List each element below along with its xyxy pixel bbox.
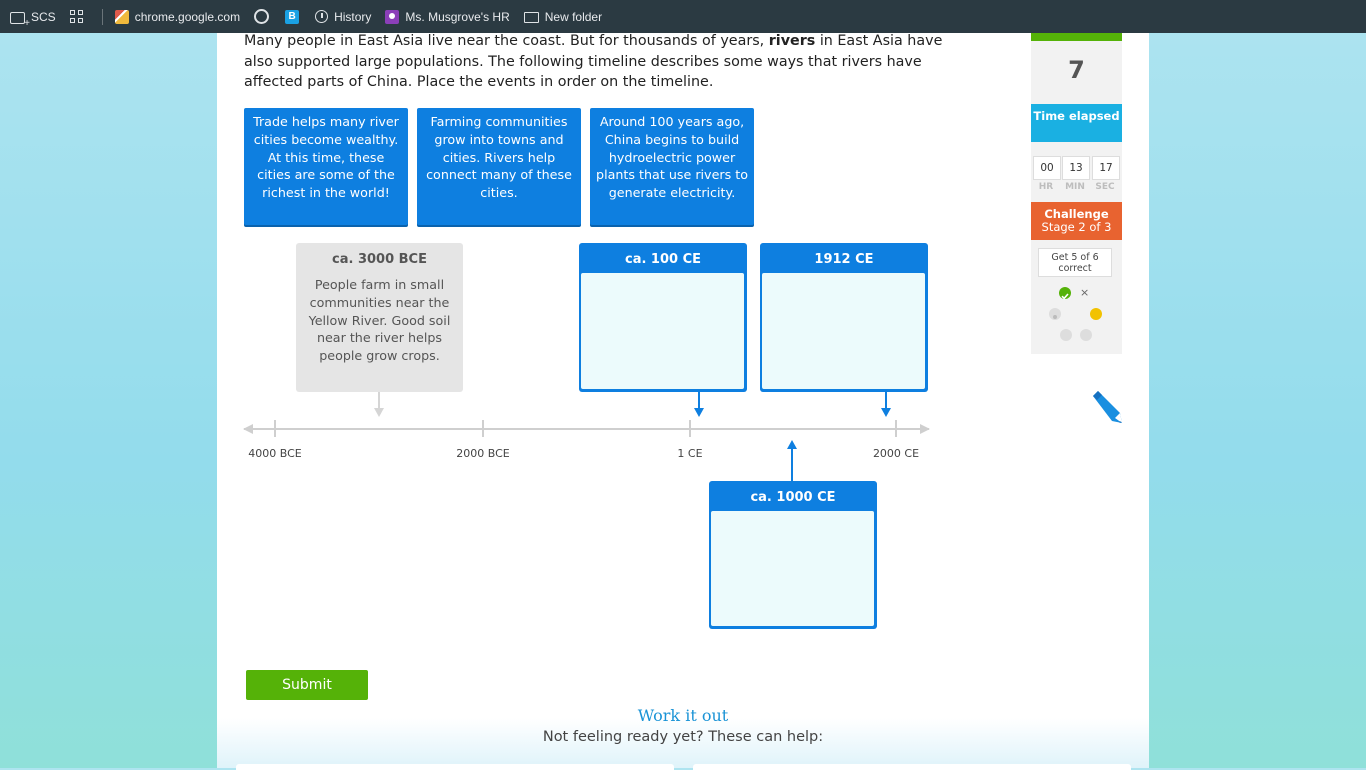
slot-date: ca. 1000 CE: [750, 490, 836, 505]
submit-button[interactable]: Submit: [246, 670, 368, 700]
slot-connector: [698, 392, 700, 408]
bookmark-label: Ms. Musgrove's HR: [405, 9, 510, 24]
bookmark-musgrove[interactable]: Ms. Musgrove's HR: [385, 0, 510, 33]
bookmark-apps[interactable]: [69, 0, 90, 33]
bookmark-label: New folder: [544, 9, 603, 24]
question-intro: Many people in East Asia live near the c…: [244, 31, 944, 93]
timer-minutes: 13: [1062, 156, 1090, 180]
timer-unit-min: MIN: [1065, 182, 1085, 192]
time-elapsed-header: Time elapsed: [1031, 104, 1122, 142]
folder-add-icon: [10, 11, 30, 29]
progress-dot: [1060, 329, 1072, 341]
check-icon: [1059, 287, 1071, 300]
axis-tick: [274, 420, 276, 437]
bookmark-b[interactable]: B: [285, 0, 305, 33]
given-event-date: ca. 3000 BCE: [332, 252, 427, 267]
timeline-slot-1000ce[interactable]: ca. 1000 CE: [709, 481, 877, 629]
draggable-event-card[interactable]: Trade helps many river cities become wea…: [244, 108, 408, 225]
given-event-arrow: [374, 408, 384, 417]
draggable-event-card[interactable]: Farming communities grow into towns and …: [417, 108, 581, 225]
history-icon: [315, 10, 329, 23]
bookmarks-bar: SCS chrome.google.com B History Ms. Musg…: [0, 0, 1366, 33]
slot-connector: [791, 448, 793, 481]
not-ready-text: Not feeling ready yet? These can help:: [542, 729, 824, 745]
slot-drop-zone[interactable]: [581, 273, 744, 389]
close-icon: ×: [1080, 286, 1090, 299]
sidebar: [1031, 33, 1122, 354]
bookmark-label: History: [334, 9, 372, 24]
bookmark-label: chrome.google.com: [134, 9, 241, 24]
axis-tick: [895, 420, 897, 437]
progress-dot-current: [1090, 308, 1102, 320]
slot-arrow: [694, 408, 704, 417]
timeline-slot-1912ce[interactable]: 1912 CE: [760, 243, 928, 392]
bookmark-label: SCS: [31, 9, 56, 24]
bookmark-history[interactable]: History: [315, 0, 371, 33]
axis-tick-label: 2000 CE: [872, 447, 920, 460]
answered-header: [1031, 33, 1122, 41]
slot-date: ca. 100 CE: [624, 252, 702, 267]
challenge-goal: Get 5 of 6 correct: [1038, 248, 1112, 277]
challenge-stage: Stage 2 of 3: [1041, 220, 1112, 234]
chrome-icon: [114, 9, 129, 24]
bookmark-new-folder[interactable]: New folder: [523, 0, 603, 33]
footer-wave: [217, 718, 1149, 768]
bookmark-scs[interactable]: SCS: [10, 0, 56, 33]
person-icon: [385, 9, 400, 24]
bookmark-chrome[interactable]: chrome.google.com: [114, 0, 241, 33]
slot-drop-zone[interactable]: [711, 511, 874, 626]
timer-seconds: 17: [1092, 156, 1120, 180]
answered-count: 7: [1068, 56, 1085, 84]
axis-tick-label: 4000 BCE: [248, 447, 302, 460]
slot-date: 1912 CE: [814, 252, 874, 267]
folder-icon: [523, 12, 539, 23]
slot-connector: [885, 392, 887, 408]
intro-text: in East Asia have also supported large p…: [244, 33, 943, 90]
given-event-connector: [378, 392, 380, 408]
axis-right-arrow: [920, 424, 930, 434]
given-event-text: People farm in small communities near th…: [308, 277, 451, 364]
apps-icon: [69, 9, 84, 24]
slot-arrow: [787, 440, 797, 449]
timer-unit-sec: SEC: [1095, 182, 1115, 192]
slot-drop-zone[interactable]: [762, 273, 925, 389]
timeline-axis: [244, 428, 929, 430]
timer-unit-hr: HR: [1038, 182, 1054, 192]
globe-icon: [254, 9, 270, 24]
given-event-card: ca. 3000 BCE People farm in small commun…: [296, 243, 463, 392]
axis-tick-label: 1 CE: [677, 447, 703, 460]
draggable-event-card[interactable]: Around 100 years ago, China begins to bu…: [590, 108, 754, 225]
intro-bold: rivers: [768, 33, 816, 49]
work-it-out-heading: Work it out: [637, 706, 729, 725]
axis-tick-label: 2000 BCE: [456, 447, 510, 460]
challenge-title: Challenge: [1044, 207, 1109, 221]
pencil-icon[interactable]: [1086, 388, 1124, 430]
intro-text: Many people in East Asia live near the c…: [244, 33, 769, 49]
star-icon: [1049, 308, 1061, 320]
help-card[interactable]: [693, 764, 1131, 770]
bookmark-separator: [101, 8, 103, 25]
axis-tick: [689, 420, 691, 437]
help-card[interactable]: [236, 764, 674, 770]
progress-dot: [1080, 329, 1092, 341]
axis-tick: [482, 420, 484, 437]
timer-hours: 00: [1033, 156, 1061, 180]
challenge-header: Challenge Stage 2 of 3: [1031, 202, 1122, 240]
timeline-slot-100ce[interactable]: ca. 100 CE: [579, 243, 747, 392]
slot-arrow: [881, 408, 891, 417]
bookmark-globe[interactable]: [254, 0, 275, 33]
b-logo-icon: B: [285, 9, 300, 24]
axis-left-arrow: [243, 424, 253, 434]
